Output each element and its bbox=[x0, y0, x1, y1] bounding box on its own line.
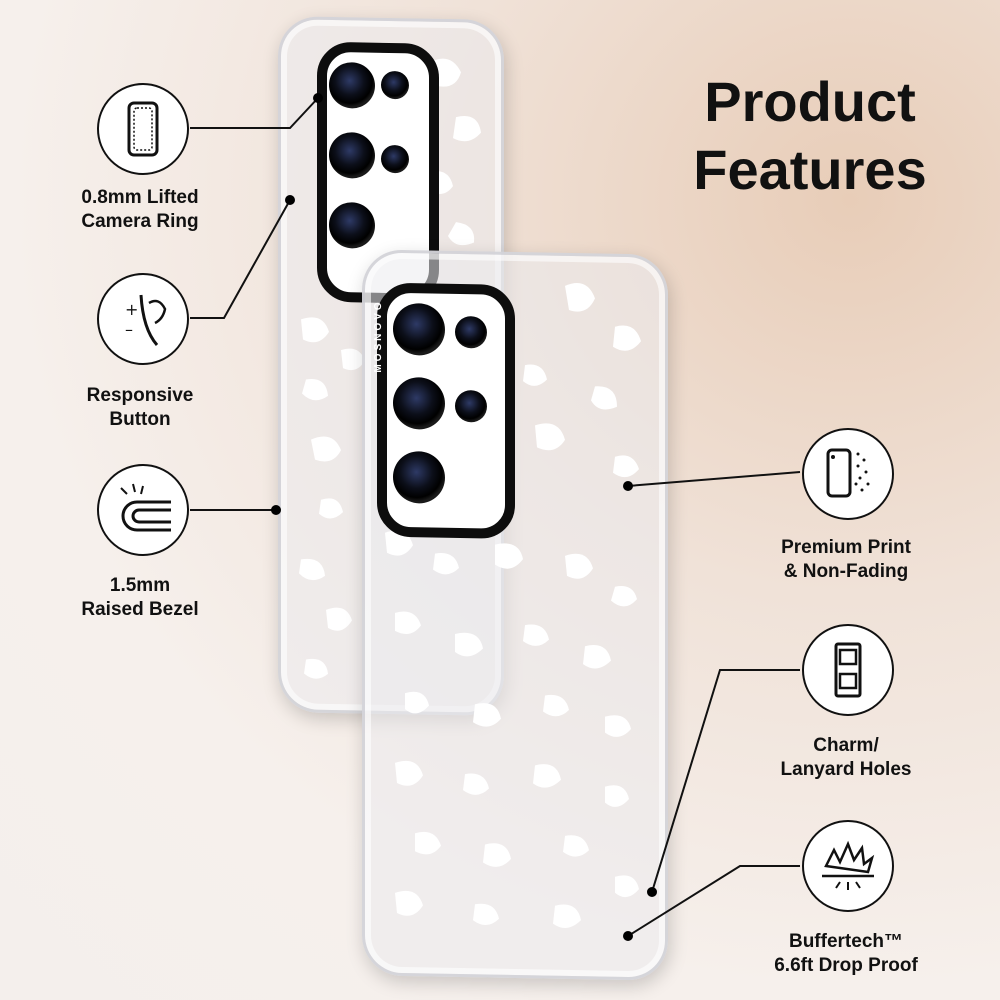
button-press-icon: + – bbox=[125, 294, 167, 346]
feature-line-1: Premium Print bbox=[781, 537, 911, 558]
lanyard-holes-feature-label: Charm/ Lanyard Holes bbox=[746, 734, 946, 782]
drop-proof-feature-icon bbox=[802, 820, 894, 912]
raised-bezel-feature-icon bbox=[97, 464, 189, 556]
phone-case-back-view bbox=[278, 16, 504, 716]
lanyard-holes-feature-icon bbox=[802, 624, 894, 716]
printed-phone-icon bbox=[826, 448, 870, 498]
feature-line-2: & Non-Fading bbox=[783, 561, 909, 582]
camera-ring-feature-icon bbox=[97, 83, 189, 175]
feature-line-2: Camera Ring bbox=[81, 211, 199, 232]
premium-print-feature-icon bbox=[802, 428, 894, 520]
svg-text:+: + bbox=[125, 300, 138, 319]
leopard-pattern bbox=[385, 283, 641, 928]
callout-dot bbox=[285, 195, 295, 205]
feature-line-2: 6.6ft Drop Proof bbox=[774, 955, 918, 976]
callout-dot bbox=[313, 93, 323, 103]
feature-line-2: Lanyard Holes bbox=[780, 759, 912, 780]
callout-dot bbox=[623, 481, 633, 491]
drop-proof-feature-label: Buffertech™ 6.6ft Drop Proof bbox=[746, 930, 946, 978]
feature-line-2: Button bbox=[109, 409, 171, 430]
bezel-edge-icon bbox=[120, 483, 171, 532]
raised-bezel-feature-label: 1.5mm Raised Bezel bbox=[40, 574, 240, 622]
feature-line-1: Responsive bbox=[86, 385, 194, 406]
premium-print-feature-label: Premium Print & Non-Fading bbox=[746, 536, 946, 584]
lanyard-hole-icon bbox=[834, 642, 862, 698]
impact-burst-icon bbox=[822, 840, 875, 890]
title-line-1: Product bbox=[704, 70, 916, 133]
feature-line-2: Raised Bezel bbox=[81, 599, 199, 620]
feature-line-1: 1.5mm bbox=[109, 575, 171, 596]
callout-dot bbox=[647, 887, 657, 897]
title-line-2: Features bbox=[693, 138, 927, 201]
responsive-button-feature-icon: + – bbox=[97, 273, 189, 365]
feature-line-1: 0.8mm Lifted bbox=[81, 187, 199, 208]
product-features-title: Product Features bbox=[640, 68, 980, 204]
phone-case-front-view: MOSNOVO bbox=[362, 249, 668, 981]
responsive-button-feature-label: Responsive Button bbox=[40, 384, 240, 432]
feature-line-1: Charm/ bbox=[813, 735, 879, 756]
callout-dot bbox=[623, 931, 633, 941]
feature-line-1: Buffertech™ bbox=[788, 931, 903, 952]
svg-text:–: – bbox=[125, 320, 133, 339]
phone-outline-icon bbox=[127, 101, 159, 157]
callout-dot bbox=[271, 505, 281, 515]
leopard-pattern bbox=[299, 58, 481, 679]
camera-ring-feature-label: 0.8mm Lifted Camera Ring bbox=[40, 186, 240, 234]
